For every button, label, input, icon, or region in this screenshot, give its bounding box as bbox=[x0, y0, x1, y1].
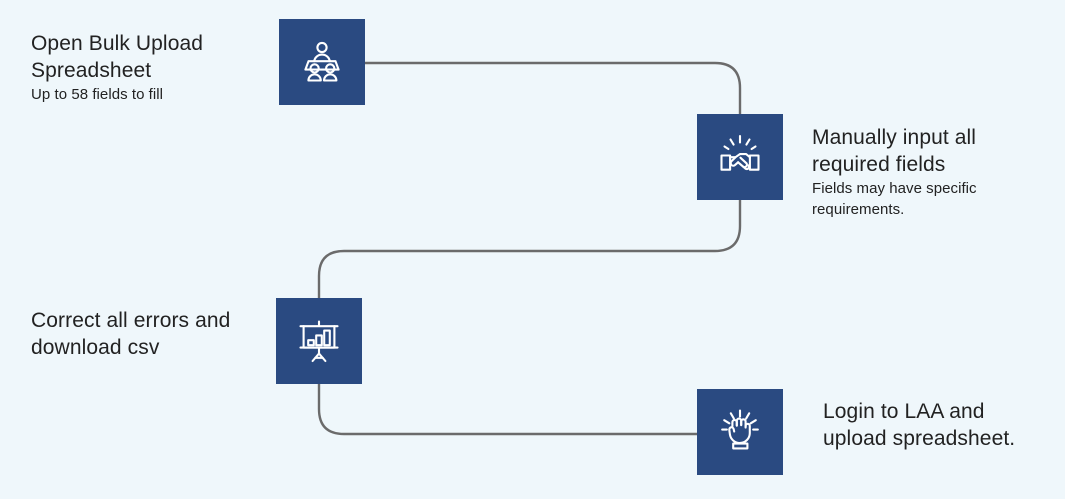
step-node-3[interactable] bbox=[276, 298, 362, 384]
connector-step1-to-step2 bbox=[363, 61, 742, 116]
step-title-1: Open Bulk Upload Spreadsheet bbox=[31, 32, 204, 82]
people-meeting-icon bbox=[297, 37, 347, 87]
step-node-1[interactable] bbox=[279, 19, 365, 105]
connector-step3-to-step4 bbox=[317, 382, 699, 436]
step-subtitle-2: Fields may have specific requirements. bbox=[812, 180, 977, 218]
step-title-2: Manually input all required fields bbox=[812, 126, 977, 176]
step-label-2: Manually input all required fields Field… bbox=[812, 124, 1057, 220]
presentation-chart-icon bbox=[294, 316, 344, 366]
handshake-icon bbox=[715, 132, 765, 182]
step-subtitle-1: Up to 58 fields to fill bbox=[31, 86, 164, 103]
step-title-3: Correct all errors and download csv bbox=[31, 309, 231, 359]
connector-step2-to-step3 bbox=[317, 198, 742, 300]
step-title-4: Login to LAA and upload spreadsheet. bbox=[823, 400, 1016, 450]
step-label-4: Login to LAA and upload spreadsheet. bbox=[823, 398, 1058, 452]
step-node-2[interactable] bbox=[697, 114, 783, 200]
step-label-3: Correct all errors and download csv bbox=[31, 307, 266, 361]
raised-fist-icon bbox=[715, 407, 765, 457]
step-node-4[interactable] bbox=[697, 389, 783, 475]
step-label-1: Open Bulk Upload Spreadsheet Up to 58 fi… bbox=[31, 30, 266, 105]
